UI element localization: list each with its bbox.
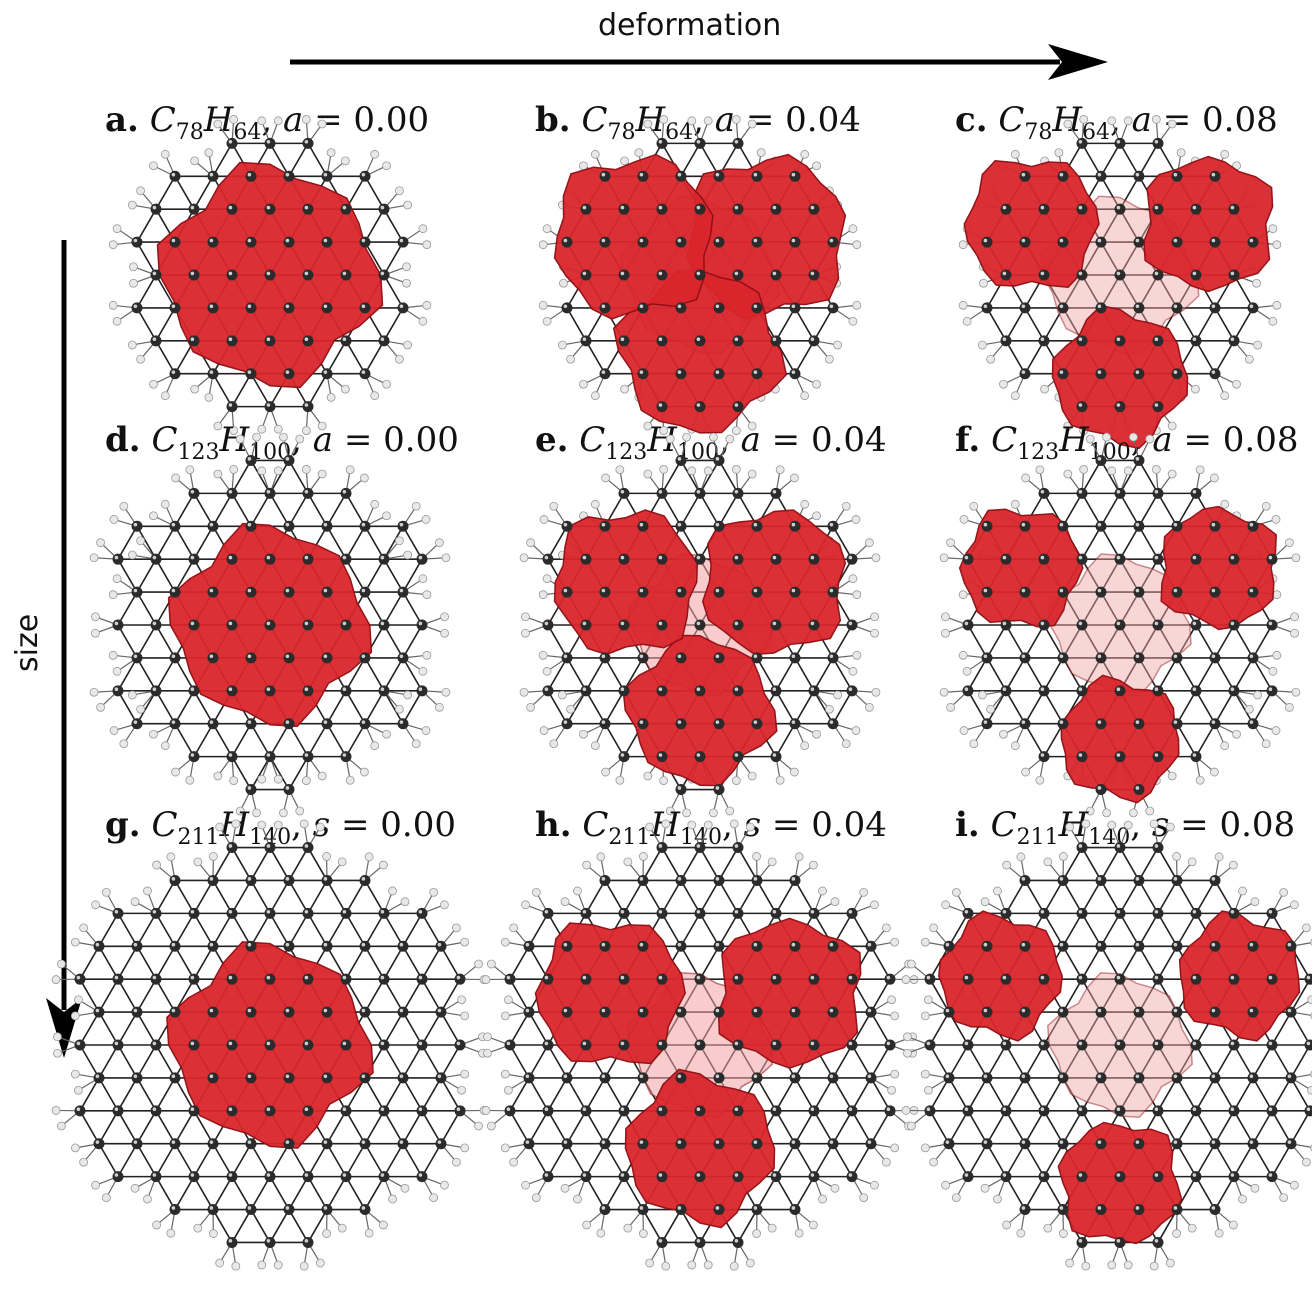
deformation-axis-label: deformation: [598, 8, 781, 43]
molecule-f: [910, 415, 1312, 835]
molecule-i: [870, 795, 1312, 1295]
density-isosurface: [555, 155, 846, 433]
molecule-c: [930, 85, 1310, 465]
size-axis-label: size: [10, 614, 45, 672]
molecule-a: [80, 85, 460, 465]
molecule-d: [60, 415, 480, 835]
molecule-b: [510, 85, 890, 465]
molecule-e: [490, 415, 910, 835]
molecule-g: [20, 795, 520, 1295]
carbon-atoms: [113, 455, 428, 795]
